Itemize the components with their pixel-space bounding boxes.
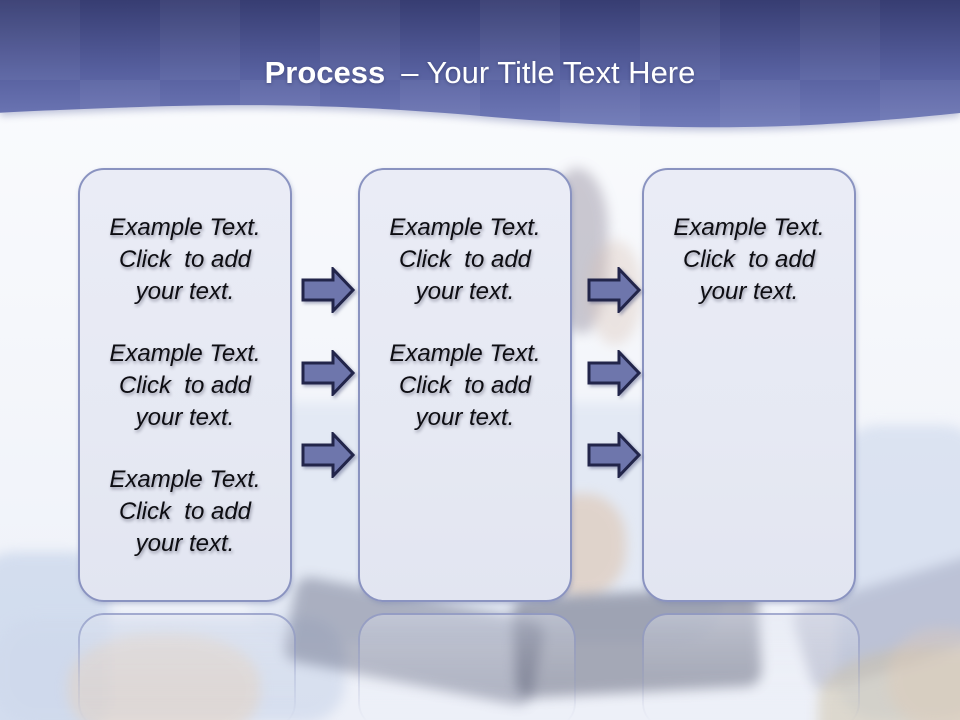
text-line: your text.: [699, 278, 799, 305]
text-line: Click to add: [398, 372, 532, 399]
right-arrow-icon: [587, 348, 642, 398]
placeholder-text: Example Text. Click to add your text.: [88, 212, 282, 308]
placeholder-text: Example Text. Click to add your text.: [88, 338, 282, 434]
process-box-2[interactable]: Example Text. Click to add your text. Ex…: [358, 168, 572, 602]
text-line: your text.: [135, 404, 235, 431]
right-arrow-icon: [301, 348, 356, 398]
box-reflection: [642, 613, 860, 720]
header-wave: [0, 0, 960, 128]
text-line: Click to add: [398, 246, 532, 273]
placeholder-text: Example Text. Click to add your text.: [652, 212, 846, 308]
text-line: Example Text.: [673, 214, 825, 241]
process-box-3[interactable]: Example Text. Click to add your text.: [642, 168, 856, 602]
text-line: your text.: [135, 530, 235, 557]
right-arrow-icon: [587, 265, 642, 315]
text-line: Example Text.: [109, 466, 261, 493]
text-line: Example Text.: [109, 340, 261, 367]
page-title: Process – Your Title Text Here: [0, 54, 960, 92]
photo-leg: [888, 628, 960, 720]
box-reflection: [78, 613, 296, 720]
right-arrow-icon: [587, 430, 642, 480]
text-line: Example Text.: [389, 214, 541, 241]
text-line: Click to add: [118, 372, 252, 399]
text-line: your text.: [415, 278, 515, 305]
text-line: Example Text.: [389, 340, 541, 367]
text-line: Example Text.: [109, 214, 261, 241]
right-arrow-icon: [301, 265, 356, 315]
title-text: – Your Title Text Here: [401, 55, 696, 90]
placeholder-text: Example Text. Click to add your text.: [88, 464, 282, 560]
box-reflection: [358, 613, 576, 720]
text-line: your text.: [415, 404, 515, 431]
text-line: your text.: [135, 278, 235, 305]
header-band: [0, 0, 960, 140]
title-keyword: Process: [264, 55, 386, 90]
text-line: Click to add: [118, 246, 252, 273]
right-arrow-icon: [301, 430, 356, 480]
process-box-1[interactable]: Example Text. Click to add your text. Ex…: [78, 168, 292, 602]
placeholder-text: Example Text. Click to add your text.: [368, 338, 562, 434]
text-line: Click to add: [682, 246, 816, 273]
text-line: Click to add: [118, 498, 252, 525]
placeholder-text: Example Text. Click to add your text.: [368, 212, 562, 308]
